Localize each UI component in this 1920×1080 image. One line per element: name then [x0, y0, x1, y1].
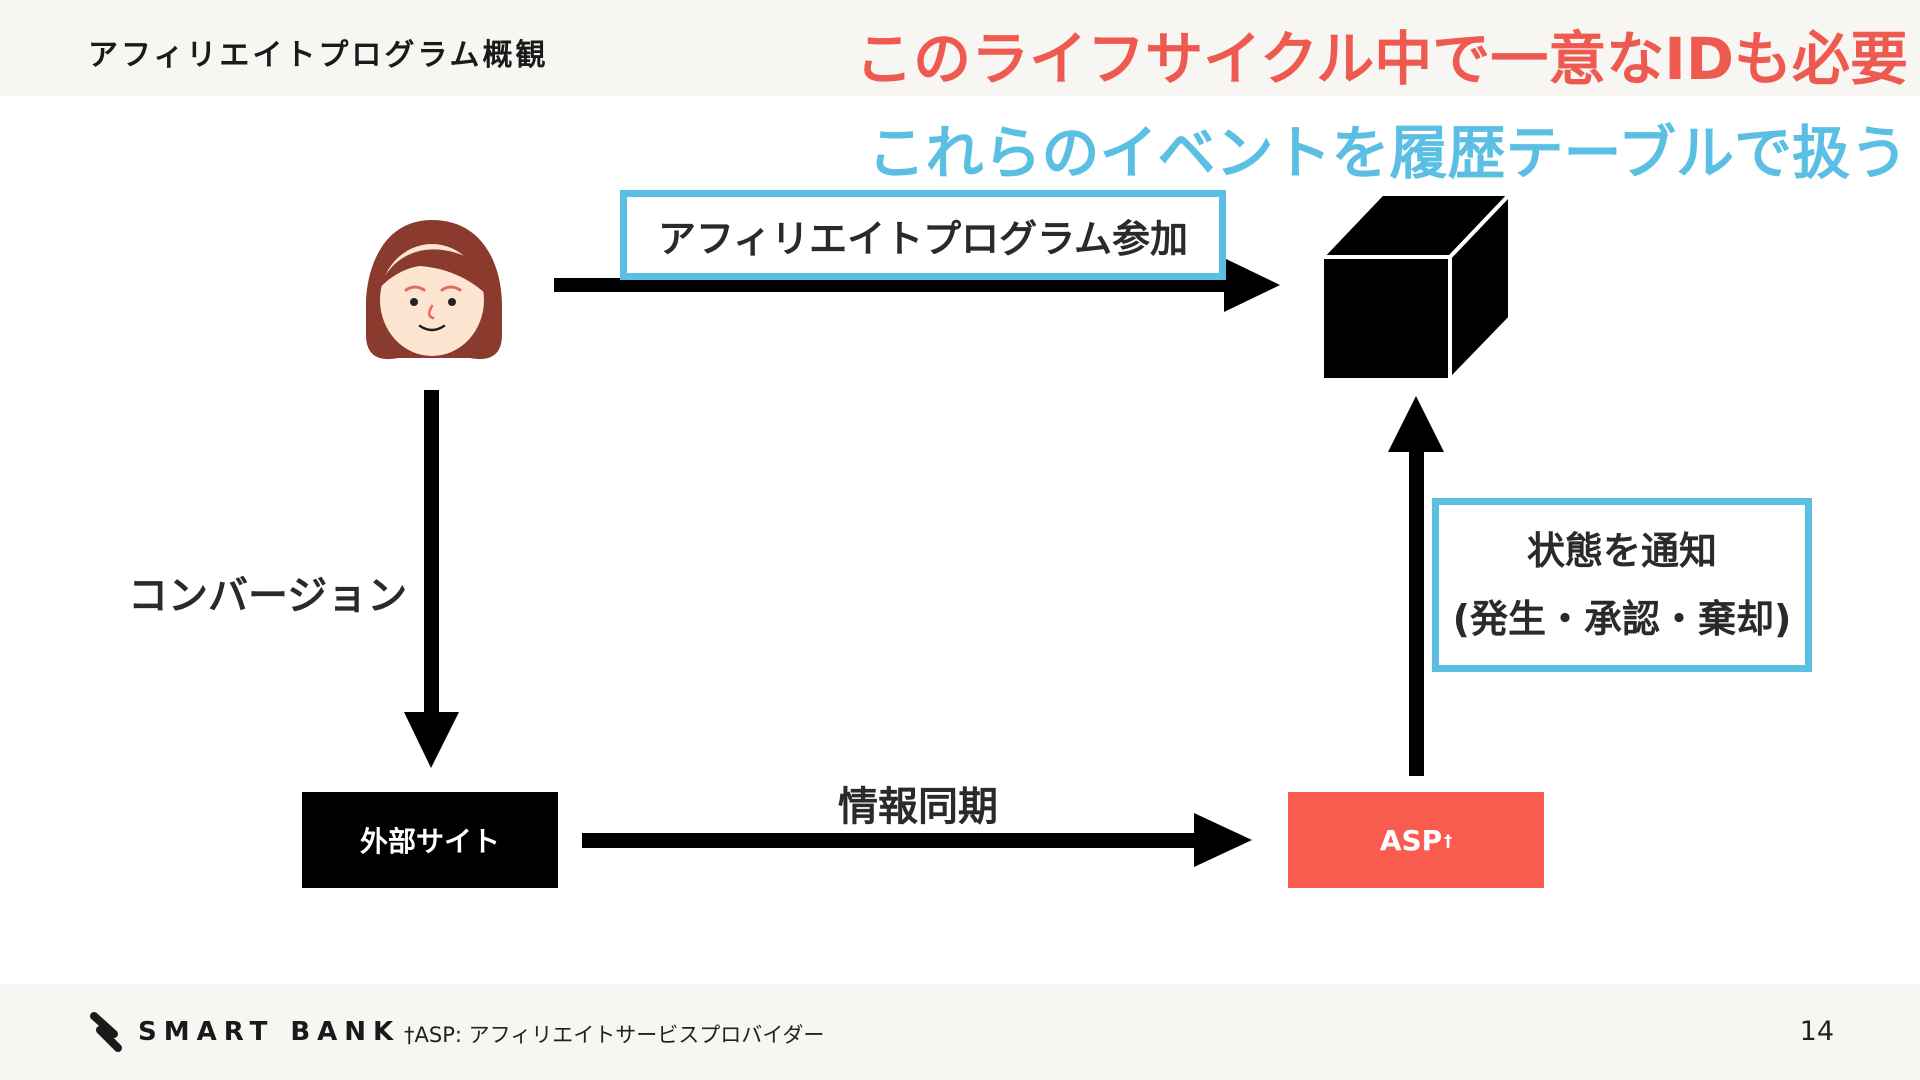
conversion-label: コンバージョン [128, 573, 408, 619]
smartbank-logo-text: SMART BANK [138, 1017, 401, 1047]
smartbank-logo-icon [90, 1012, 122, 1052]
asp-node-label: ASP [1379, 823, 1443, 857]
headline-unique-id: このライフサイクル中で一意なIDも必要 [855, 25, 1908, 93]
arrow-join [554, 258, 1280, 312]
arrow-notify [1388, 396, 1444, 776]
notify-status-line1: 状態を通知 [1526, 529, 1717, 573]
arrow-sync [582, 813, 1252, 867]
footer-band [0, 984, 1920, 1080]
info-sync-label: 情報同期 [838, 784, 998, 830]
external-site-node: 外部サイト [302, 792, 558, 888]
diagram-canvas [366, 189, 1515, 867]
notify-status-label: 状態を通知 (発生・承認・棄却) [1432, 498, 1812, 672]
cube-icon [1317, 189, 1515, 385]
asp-dagger-mark: † [1444, 830, 1453, 850]
arrow-conversion [404, 390, 459, 768]
notify-status-line2: (発生・承認・棄却) [1452, 597, 1792, 641]
header-band [0, 0, 1920, 96]
smartbank-logo: SMART BANK [90, 1012, 400, 1052]
asp-footnote: †ASP: アフィリエイトサービスプロバイダー [404, 1023, 825, 1047]
woman-avatar-icon [366, 220, 502, 360]
headline-history-table: これらのイベントを履歴テーブルで扱う [867, 119, 1908, 187]
join-program-label: アフィリエイトプログラム参加 [620, 190, 1226, 280]
page-number: 14 [1799, 1016, 1834, 1047]
page-title: アフィリエイトプログラム概観 [88, 38, 549, 73]
asp-node: ASP† [1288, 792, 1544, 888]
